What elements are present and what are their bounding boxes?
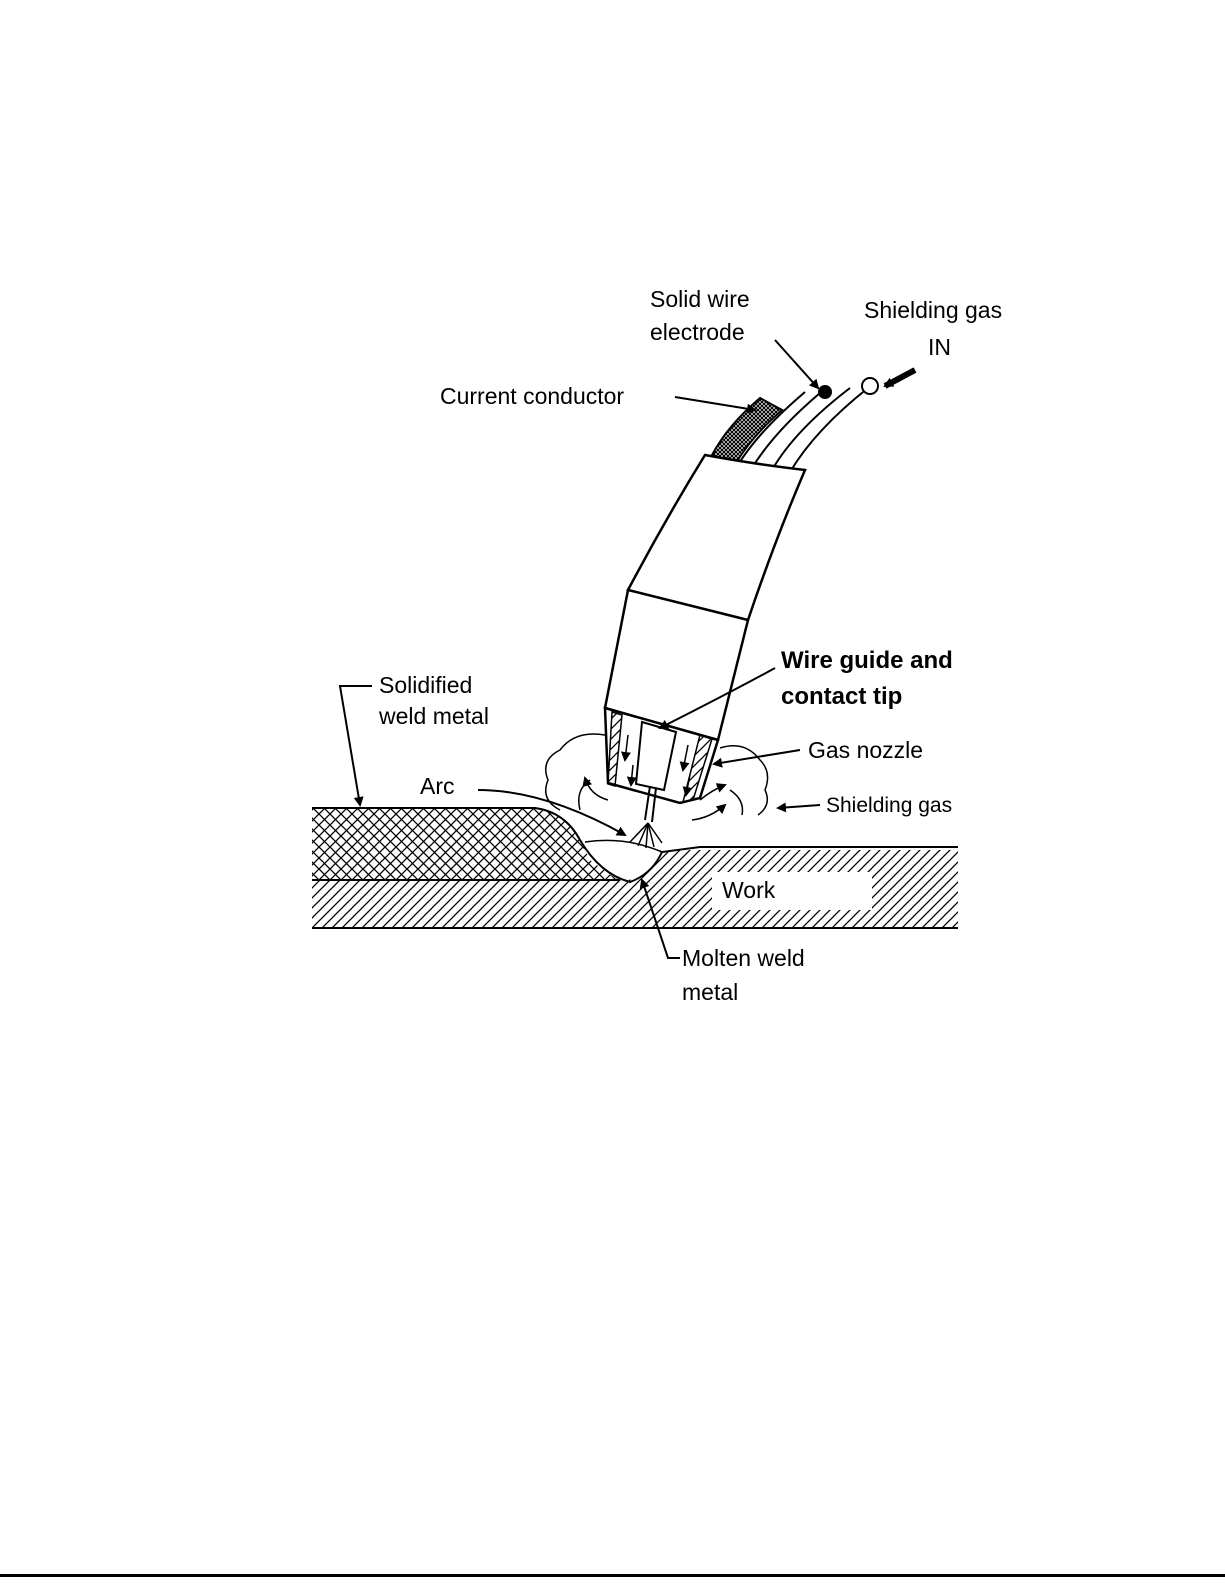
label-solidified-line2: weld metal xyxy=(378,703,489,729)
label-shielding-gas-in-line2: IN xyxy=(928,334,951,360)
label-work: Work xyxy=(722,877,776,903)
gas-hose-end xyxy=(862,378,878,394)
workpiece xyxy=(312,808,958,928)
label-solid-wire-line1: Solid wire xyxy=(650,286,750,312)
label-arc: Arc xyxy=(420,773,455,799)
label-current-conductor: Current conductor xyxy=(440,383,624,409)
label-molten-line1: Molten weld xyxy=(682,945,805,971)
label-gas-nozzle: Gas nozzle xyxy=(808,737,923,763)
welding-torch xyxy=(546,378,878,848)
label-shielding-gas: Shielding gas xyxy=(826,794,952,817)
label-solidified-line1: Solidified xyxy=(379,672,472,698)
label-solid-wire-line2: electrode xyxy=(650,319,745,345)
label-shielding-gas-in-line1: Shielding gas xyxy=(864,297,1002,323)
torch-hose xyxy=(628,455,805,620)
label-wire-guide-line1: Wire guide and xyxy=(781,647,953,674)
wire-electrode-end xyxy=(818,385,832,399)
solidified-weld-metal xyxy=(312,808,620,880)
page-bottom-rule xyxy=(0,1574,1225,1577)
label-wire-guide-line2: contact tip xyxy=(781,683,902,710)
label-molten-line2: metal xyxy=(682,979,738,1005)
